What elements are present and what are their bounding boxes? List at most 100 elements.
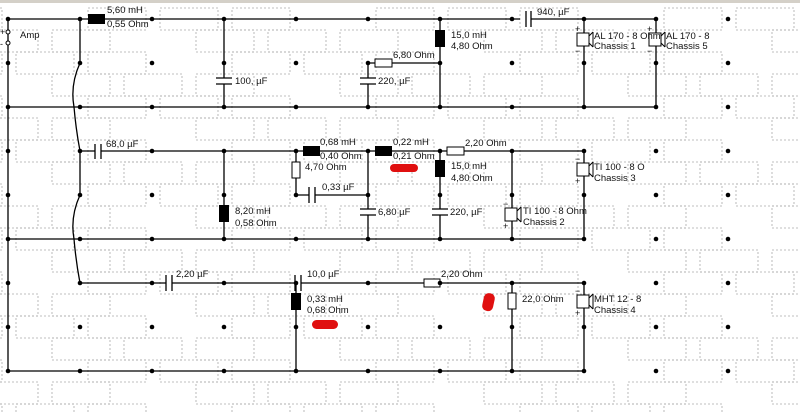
grid-cell xyxy=(0,271,3,295)
grid-cell xyxy=(123,73,183,97)
wires xyxy=(7,18,657,372)
junction-dot xyxy=(653,324,659,330)
C4-value: 68,0 µF xyxy=(106,139,139,150)
junction-dot xyxy=(221,280,227,286)
L7-resistance: 0,68 Ohm xyxy=(307,305,349,316)
polarity-icon: + xyxy=(575,176,580,186)
grid-cell xyxy=(735,183,795,207)
grid-cell xyxy=(771,337,800,361)
junction-dot xyxy=(365,280,371,286)
junction-dot xyxy=(509,368,515,374)
speaker-chassis-4-icon[interactable]: −+ xyxy=(575,286,594,318)
resistor-R2[interactable] xyxy=(291,161,301,179)
junction-dot xyxy=(293,324,299,330)
speaker-chassis-2-icon[interactable]: −+ xyxy=(503,199,522,231)
junction-dot xyxy=(653,60,659,66)
L2-value: 15,0 mH xyxy=(451,30,487,41)
junction-dot xyxy=(293,104,299,110)
junction-dot xyxy=(149,148,155,154)
grid-cell xyxy=(123,161,183,185)
junction-dot xyxy=(725,104,731,110)
grid-cell xyxy=(267,205,327,229)
grid-cell xyxy=(735,359,795,383)
inductor-L2[interactable] xyxy=(435,30,445,47)
grid-cell xyxy=(483,249,543,273)
grid-cell xyxy=(555,117,615,141)
C3-value: 940, µF xyxy=(537,7,570,18)
junction-dot xyxy=(581,280,587,286)
junction-dot xyxy=(725,16,731,22)
junction-dot xyxy=(437,192,443,198)
junction-dot xyxy=(653,148,659,154)
capacitor-C4[interactable] xyxy=(94,144,102,159)
grid-cell xyxy=(0,117,39,141)
junction-dot xyxy=(581,236,587,242)
capacitor-C7[interactable] xyxy=(432,208,448,216)
grid-cell xyxy=(195,337,255,361)
junction-dot xyxy=(221,192,227,198)
grid-cell xyxy=(483,337,543,361)
inductor-L5[interactable] xyxy=(375,146,392,156)
junction-dot xyxy=(293,148,299,154)
inductor-L7[interactable] xyxy=(291,293,301,310)
junction-dot xyxy=(725,192,731,198)
L4-resistance: 0,40 Ohm xyxy=(320,151,362,162)
capacitor-C3[interactable] xyxy=(525,11,532,27)
junction-dot xyxy=(77,324,83,330)
grid-cell xyxy=(627,29,687,53)
grid-cell xyxy=(771,117,800,141)
grid-cell xyxy=(771,73,800,97)
speaker-4-name: MHT 12 - 8 xyxy=(594,294,641,305)
resistor-R5[interactable] xyxy=(507,292,517,310)
resistor-R4[interactable] xyxy=(423,278,441,288)
capacitor-C5[interactable] xyxy=(308,187,316,203)
grid-cell xyxy=(303,315,363,339)
inductor-L4[interactable] xyxy=(303,146,320,156)
grid-cell xyxy=(87,403,147,414)
junction-dot xyxy=(365,104,371,110)
junction-dot xyxy=(365,192,371,198)
inductor-L1[interactable] xyxy=(88,14,105,24)
junction-dot xyxy=(365,236,371,242)
grid-cell xyxy=(519,403,579,414)
R5-value: 22,0 Ohm xyxy=(522,294,564,305)
speaker-4-chassis: Chassis 4 xyxy=(594,305,636,316)
L4-value: 0,68 mH xyxy=(320,137,356,148)
junction-dot xyxy=(221,60,227,66)
resistor-R1[interactable] xyxy=(374,58,393,68)
grid-cell xyxy=(15,139,75,163)
grid-cell xyxy=(591,315,651,339)
grid-cell xyxy=(735,7,795,31)
speaker-chassis-3-icon[interactable]: −+ xyxy=(575,154,594,186)
inductor-L6[interactable] xyxy=(435,160,445,177)
polarity-icon: − xyxy=(575,286,580,296)
capacitor-C2[interactable] xyxy=(360,77,376,85)
capacitor-C6[interactable] xyxy=(360,208,376,216)
grid-cell xyxy=(51,117,111,141)
grid-cell xyxy=(15,315,75,339)
junction-dot xyxy=(581,104,587,110)
junction-dot xyxy=(77,236,83,242)
grid-cell xyxy=(51,293,111,317)
capacitor-C8[interactable] xyxy=(165,275,173,291)
speaker-chassis-5-icon[interactable]: +− xyxy=(647,24,666,56)
grid-cell xyxy=(51,381,111,405)
L3-resistance: 0,58 Ohm xyxy=(235,218,277,229)
grid-cell xyxy=(411,337,471,361)
grid-cell xyxy=(123,337,183,361)
grid-cell xyxy=(123,249,183,273)
grid-cell xyxy=(339,381,399,405)
amp-terminals[interactable] xyxy=(5,29,11,46)
grid-cell xyxy=(339,205,399,229)
grid-cell xyxy=(663,51,723,75)
inductor-L3[interactable] xyxy=(219,205,229,222)
resistor-R3[interactable] xyxy=(446,146,465,156)
junction-dot xyxy=(77,16,83,22)
R4-value: 2,20 Ohm xyxy=(441,269,483,280)
grid-cell xyxy=(627,293,687,317)
capacitor-C1[interactable] xyxy=(216,77,232,85)
grid-cell xyxy=(735,271,795,295)
grid-cell xyxy=(0,95,3,119)
speaker-chassis-1-icon[interactable]: +− xyxy=(575,24,594,56)
